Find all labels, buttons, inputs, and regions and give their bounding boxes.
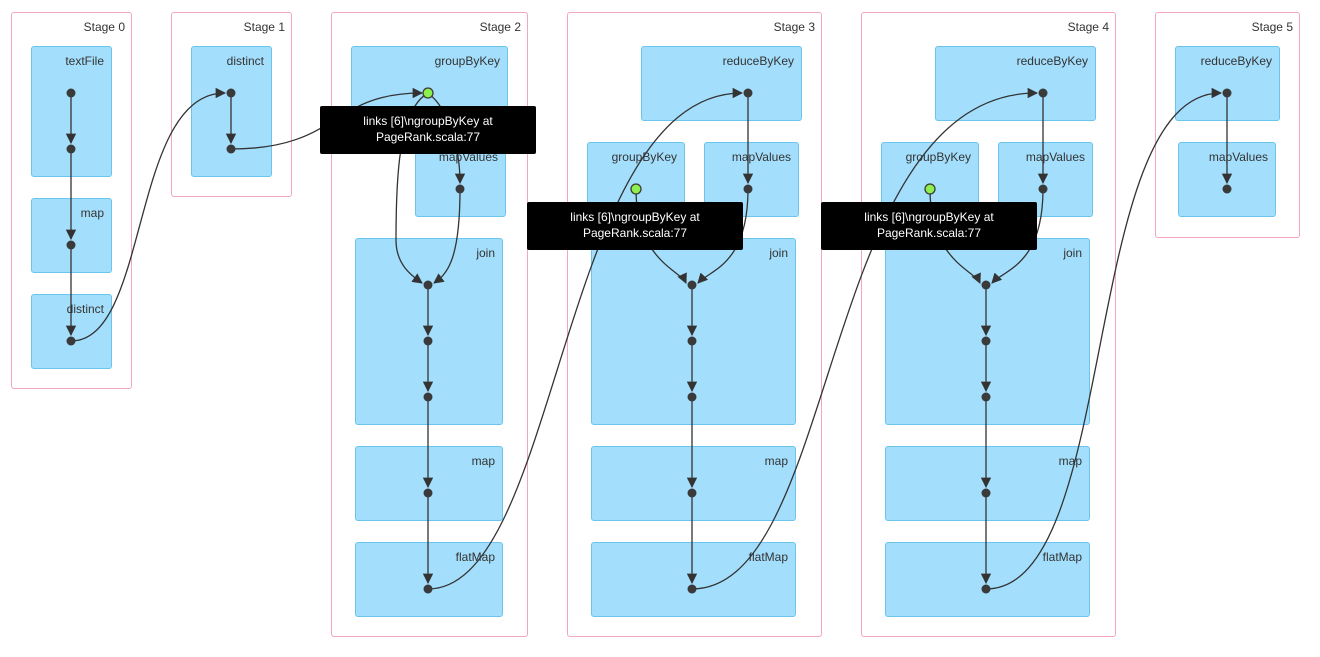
- op-label: distinct: [226, 54, 264, 68]
- stage-2-box[interactable]: Stage 2: [331, 12, 528, 637]
- stage-0-label: Stage 0: [83, 20, 125, 34]
- rdd-tooltip: links [6]\ngroupByKey at PageRank.scala:…: [320, 106, 536, 154]
- op-label: join: [476, 246, 495, 260]
- op-label: distinct: [66, 302, 104, 316]
- cached-rdd-node: [422, 87, 434, 99]
- op-label: flatMap: [748, 550, 788, 564]
- op-label: reduceByKey: [1200, 54, 1272, 68]
- op-label: map: [764, 454, 788, 468]
- rdd-node: [66, 144, 76, 154]
- op-label: reduceByKey: [1016, 54, 1088, 68]
- op-label: textFile: [65, 54, 104, 68]
- op-label: map: [471, 454, 495, 468]
- stage-4-label: Stage 4: [1067, 20, 1109, 34]
- edge: [697, 188, 749, 284]
- rdd-node: [687, 336, 697, 346]
- cross-stage-edge: [985, 87, 1223, 590]
- cached-rdd-node: [630, 183, 642, 195]
- rdd-node: [687, 584, 697, 594]
- rdd-node: [981, 488, 991, 498]
- rdd-node: [743, 184, 753, 194]
- rdd-node: [226, 88, 236, 98]
- stage-2-label: Stage 2: [479, 20, 521, 34]
- stage-1-label: Stage 1: [243, 20, 285, 34]
- op-mapvalues[interactable]: mapValues: [415, 142, 506, 217]
- rdd-node: [66, 336, 76, 346]
- tooltip-line: PageRank.scala:77: [876, 226, 982, 240]
- rdd-node: [226, 144, 236, 154]
- rdd-node: [455, 184, 465, 194]
- rdd-node: [423, 488, 433, 498]
- rdd-node: [743, 88, 753, 98]
- op-label: groupByKey: [905, 150, 971, 164]
- cross-stage-edge: [70, 87, 227, 342]
- op-label: mapValues: [1025, 150, 1085, 164]
- rdd-node: [687, 488, 697, 498]
- rdd-node: [981, 280, 991, 290]
- op-label: groupByKey: [611, 150, 677, 164]
- op-label: flatMap: [455, 550, 495, 564]
- cross-stage-edge: [427, 87, 744, 590]
- rdd-node: [1038, 88, 1048, 98]
- tooltip-line: PageRank.scala:77: [375, 130, 481, 144]
- stage-3-box[interactable]: Stage 3: [567, 12, 822, 637]
- stage-1-box[interactable]: Stage 1: [171, 12, 292, 197]
- stage-5-box[interactable]: Stage 5: [1155, 12, 1300, 238]
- rdd-node: [66, 240, 76, 250]
- op-reducebykey[interactable]: reduceByKey: [641, 46, 802, 121]
- op-label: groupByKey: [434, 54, 500, 68]
- rdd-node: [1222, 88, 1232, 98]
- tooltip-line: links [6]\ngroupByKey at: [864, 210, 994, 224]
- rdd-node: [981, 392, 991, 402]
- rdd-node: [981, 584, 991, 594]
- op-label: join: [769, 246, 788, 260]
- rdd-node: [687, 392, 697, 402]
- stage-5-label: Stage 5: [1251, 20, 1293, 34]
- tooltip-line: PageRank.scala:77: [582, 226, 688, 240]
- op-label: map: [80, 206, 104, 220]
- stage-0-box[interactable]: Stage 0: [11, 12, 132, 389]
- rdd-node: [423, 336, 433, 346]
- op-label: reduceByKey: [722, 54, 794, 68]
- rdd-node: [423, 584, 433, 594]
- edge: [433, 188, 461, 284]
- rdd-node: [687, 280, 697, 290]
- op-label: join: [1063, 246, 1082, 260]
- rdd-node: [423, 280, 433, 290]
- rdd-node: [423, 392, 433, 402]
- op-label: flatMap: [1042, 550, 1082, 564]
- cross-stage-edge: [691, 87, 1039, 590]
- cached-rdd-node: [924, 183, 936, 195]
- stage-3-label: Stage 3: [773, 20, 815, 34]
- stage-4-box[interactable]: Stage 4: [861, 12, 1116, 637]
- tooltip-line: links [6]\ngroupByKey at: [363, 114, 493, 128]
- op-reducebykey[interactable]: reduceByKey: [935, 46, 1096, 121]
- op-label: mapValues: [1208, 150, 1268, 164]
- rdd-tooltip: links [6]\ngroupByKey at PageRank.scala:…: [821, 202, 1037, 250]
- rdd-node: [66, 88, 76, 98]
- tooltip-line: links [6]\ngroupByKey at: [570, 210, 700, 224]
- rdd-node: [1222, 184, 1232, 194]
- edge: [991, 188, 1044, 284]
- op-label: mapValues: [731, 150, 791, 164]
- rdd-tooltip: links [6]\ngroupByKey at PageRank.scala:…: [527, 202, 743, 250]
- rdd-node: [1038, 184, 1048, 194]
- rdd-node: [981, 336, 991, 346]
